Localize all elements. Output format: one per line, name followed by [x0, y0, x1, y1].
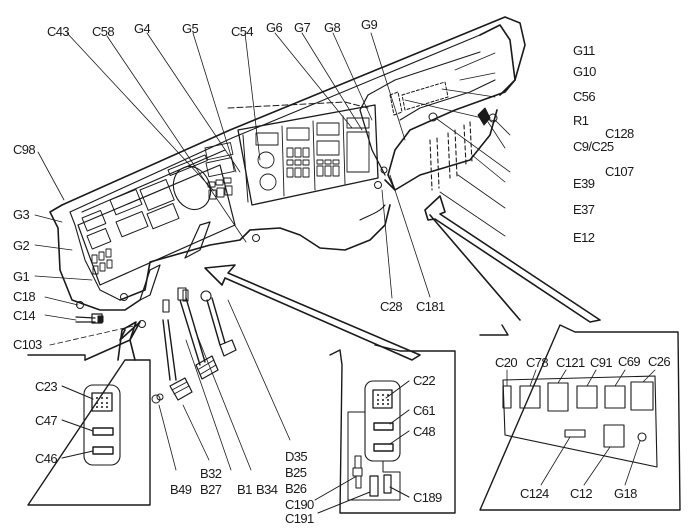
- callout-c103: C103: [13, 337, 42, 352]
- callout-g4: G4: [134, 21, 151, 36]
- callout-c56: C56: [573, 89, 596, 104]
- callout-r1: R1: [573, 113, 589, 128]
- callout-arrows: [84, 195, 601, 361]
- right-inset-panel: [479, 324, 681, 511]
- callout-g6: G6: [266, 20, 283, 35]
- callout-b32: B32: [200, 466, 222, 481]
- callout-c69: C69: [618, 354, 641, 369]
- callout-b49: B49: [170, 482, 192, 497]
- dashboard: [49, 16, 526, 328]
- callout-g8: G8: [324, 20, 341, 35]
- callout-c107: C107: [605, 164, 634, 179]
- callout-g3: G3: [13, 207, 30, 222]
- callout-c98: C98: [13, 142, 36, 157]
- callout-g1: G1: [13, 269, 30, 284]
- callout-c58: C58: [92, 24, 115, 39]
- left-inset-panel: [27, 354, 151, 506]
- callout-e39: E39: [573, 176, 595, 191]
- callout-e12: E12: [573, 230, 595, 245]
- callout-c20: C20: [495, 355, 518, 370]
- callout-g2: G2: [13, 238, 30, 253]
- leader-lines: [34, 32, 511, 346]
- callout-c54: C54: [231, 24, 254, 39]
- callout-b34: B34: [256, 482, 278, 497]
- callout-c12: C12: [570, 486, 593, 501]
- callout-c26: C26: [648, 354, 671, 369]
- callout-b1: B1: [237, 482, 252, 497]
- callout-b27: B27: [200, 482, 222, 497]
- callout-g11: G11: [573, 43, 595, 58]
- callout-c91: C91: [590, 355, 613, 370]
- callout-e37: E37: [573, 202, 595, 217]
- callout-g9: G9: [361, 17, 378, 32]
- callout-c18: C18: [13, 289, 36, 304]
- callout-c191: C191: [285, 511, 314, 526]
- callout-c23: C23: [35, 379, 58, 394]
- callout-c61: C61: [413, 403, 436, 418]
- callout-g7: G7: [294, 20, 311, 35]
- callout-c43: C43: [47, 24, 70, 39]
- callout-g18: G18: [614, 486, 637, 501]
- callout-c28: C28: [380, 299, 403, 314]
- callout-c124: C124: [520, 486, 549, 501]
- callout-c128: C128: [605, 126, 634, 141]
- callout-b25: B25: [285, 465, 307, 480]
- callout-c48: C48: [413, 424, 436, 439]
- callout-c78: C78: [526, 355, 549, 370]
- callout-b26: B26: [285, 481, 307, 496]
- callout-d35: D35: [285, 449, 308, 464]
- callout-c47: C47: [35, 413, 58, 428]
- callout-c189: C189: [413, 490, 442, 505]
- center-inset-panel: [314, 344, 456, 514]
- callout-c121: C121: [556, 355, 585, 370]
- callout-g5: G5: [182, 21, 199, 36]
- callout-g10: G10: [573, 64, 596, 79]
- callout-c46: C46: [35, 451, 58, 466]
- callout-c14: C14: [13, 308, 36, 323]
- callout-c181: C181: [416, 299, 445, 314]
- callout-c190: C190: [285, 497, 314, 512]
- pedal-assembly: [151, 287, 291, 471]
- callout-c22: C22: [413, 373, 436, 388]
- callout-c9-c25: C9/C25: [573, 139, 614, 154]
